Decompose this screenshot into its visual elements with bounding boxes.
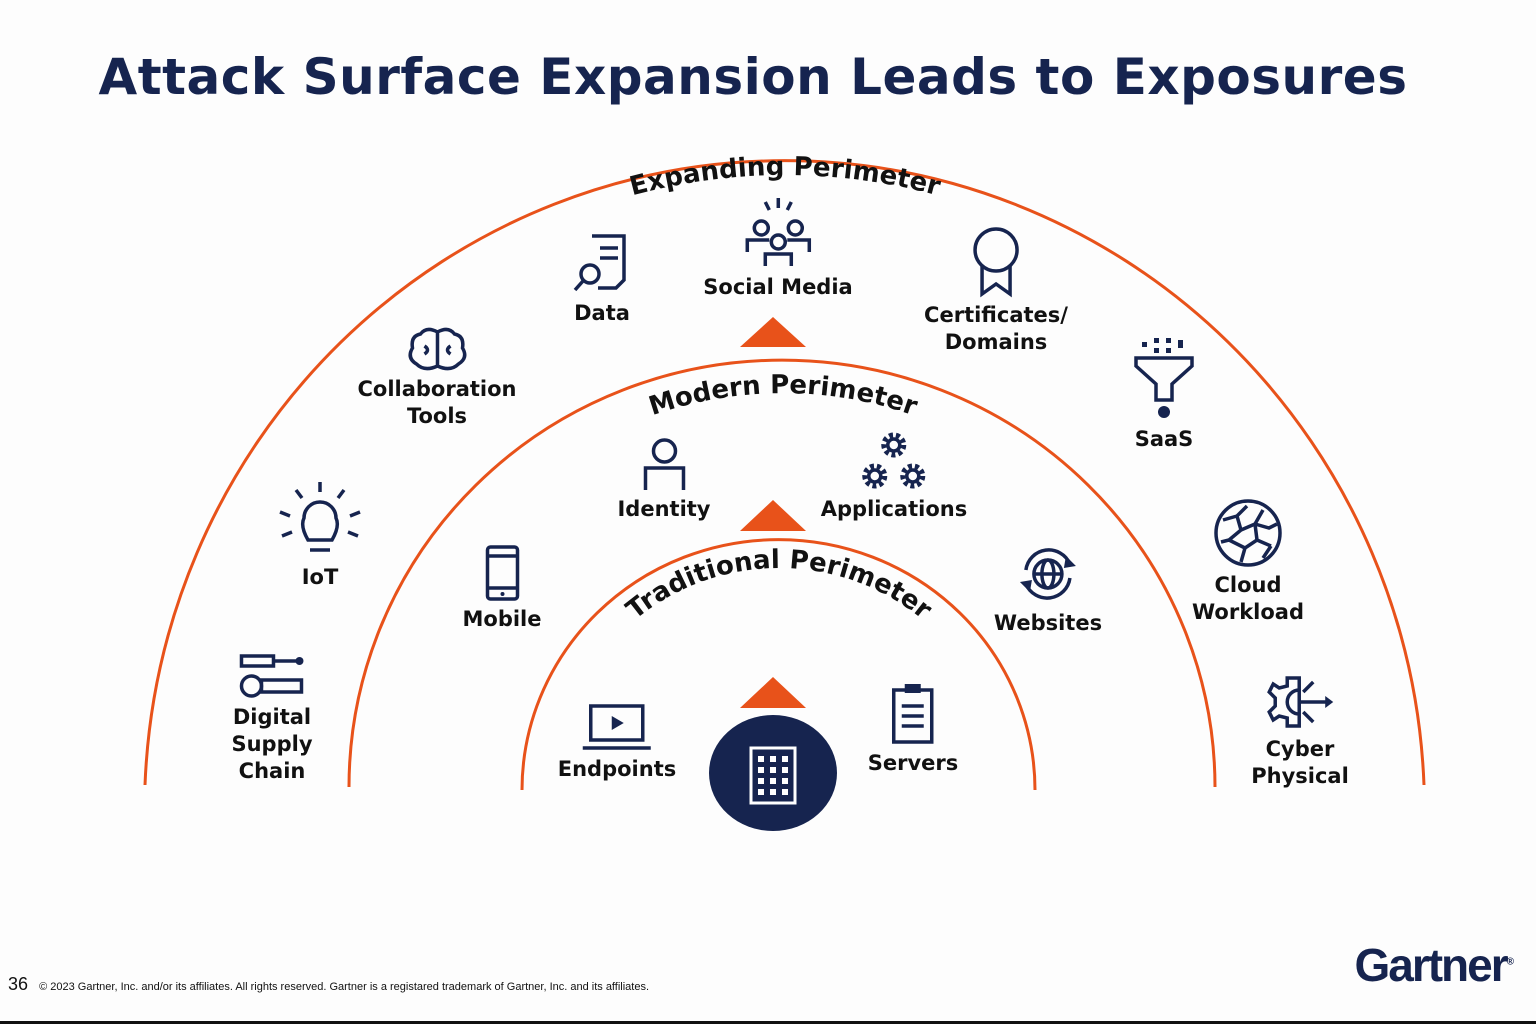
people-group-icon [745, 198, 811, 266]
page-title: Attack Surface Expansion Leads to Exposu… [98, 48, 1408, 106]
label: Applications [820, 497, 968, 521]
label: Tools [406, 404, 468, 428]
triangle-up-icon [740, 677, 806, 708]
endpoints-item: Endpoints [558, 702, 676, 783]
label: Data [574, 301, 630, 325]
mobile-phone-icon [485, 545, 519, 601]
label: SaaS [1134, 427, 1194, 451]
certificate-badge-icon [973, 227, 1019, 298]
copyright-text: © 2023 Gartner, Inc. and/or its affiliat… [39, 981, 650, 993]
footer: 36 © 2023 Gartner, Inc. and/or its affil… [8, 974, 649, 995]
saas-item: SaaS [1132, 334, 1196, 453]
cloud-workload-item: Cloud Workload [1192, 498, 1304, 626]
gears-icon [862, 432, 926, 489]
network-globe-icon [1214, 499, 1282, 567]
bottom-divider [0, 1021, 1536, 1024]
label: Collaboration [357, 377, 517, 401]
label: Chain [238, 759, 306, 783]
websites-item: Websites [994, 542, 1102, 637]
label: Certificates/ [924, 303, 1068, 327]
expanding-perimeter-arc [143, 159, 1426, 786]
expanding-perimeter-label: Expanding Perimeter [627, 152, 944, 202]
certificates-domains-item: Certificates/ Domains [924, 226, 1068, 356]
user-icon [643, 438, 685, 490]
brain-icon [408, 327, 466, 371]
label: Physical [1251, 764, 1349, 788]
clipboard-server-icon [892, 684, 934, 744]
laptop-icon [582, 704, 651, 750]
svg-text:Expanding Perimeter: Expanding Perimeter [627, 152, 944, 202]
applications-item: Applications [821, 430, 967, 523]
iot-item: IoT [278, 480, 362, 591]
digital-supply-chain-item: Digital Supply Chain [231, 652, 313, 785]
label: Cloud [1214, 573, 1282, 597]
label: Servers [867, 751, 959, 775]
label: Workload [1192, 600, 1304, 624]
building-icon [709, 715, 837, 831]
modern-perimeter-arc [347, 358, 1217, 788]
gartner-logo: Gartner® [1354, 939, 1514, 991]
label: Mobile [462, 607, 542, 631]
social-media-item: Social Media [703, 196, 853, 301]
triangle-up-icon [740, 500, 806, 531]
servers-item: Servers [867, 682, 959, 777]
data-item: Data [572, 232, 632, 327]
traditional-perimeter-label: Traditional Perimeter [621, 545, 937, 625]
mobile-item: Mobile [463, 544, 542, 633]
label: Digital [232, 705, 312, 729]
logo-text: Gartner [1354, 939, 1508, 991]
label: IoT [301, 565, 339, 589]
svg-text:Modern Perimeter: Modern Perimeter [645, 370, 921, 422]
identity-item: Identity [617, 436, 711, 523]
tools-icon [239, 654, 303, 698]
label: Websites [993, 611, 1103, 635]
label: Domains [944, 330, 1048, 354]
lightbulb-icon [279, 482, 361, 552]
triangle-up-icon [740, 317, 806, 347]
label: Endpoints [557, 757, 677, 781]
gear-arrows-icon [1266, 676, 1333, 728]
document-search-icon [573, 234, 626, 292]
label: Social Media [703, 275, 853, 299]
modern-perimeter-label: Modern Perimeter [645, 370, 921, 422]
label: Supply [231, 732, 313, 756]
traditional-perimeter-arc [520, 538, 1037, 791]
globe-refresh-icon [1019, 548, 1076, 600]
label: Identity [617, 497, 711, 521]
svg-text:Traditional Perimeter: Traditional Perimeter [621, 545, 937, 625]
collaboration-tools-item: Collaboration Tools [357, 326, 517, 430]
page-number: 36 [8, 974, 29, 994]
cyber-physical-item: Cyber Physical [1251, 672, 1349, 790]
label: Cyber [1265, 737, 1335, 761]
funnel-icon [1134, 338, 1194, 418]
